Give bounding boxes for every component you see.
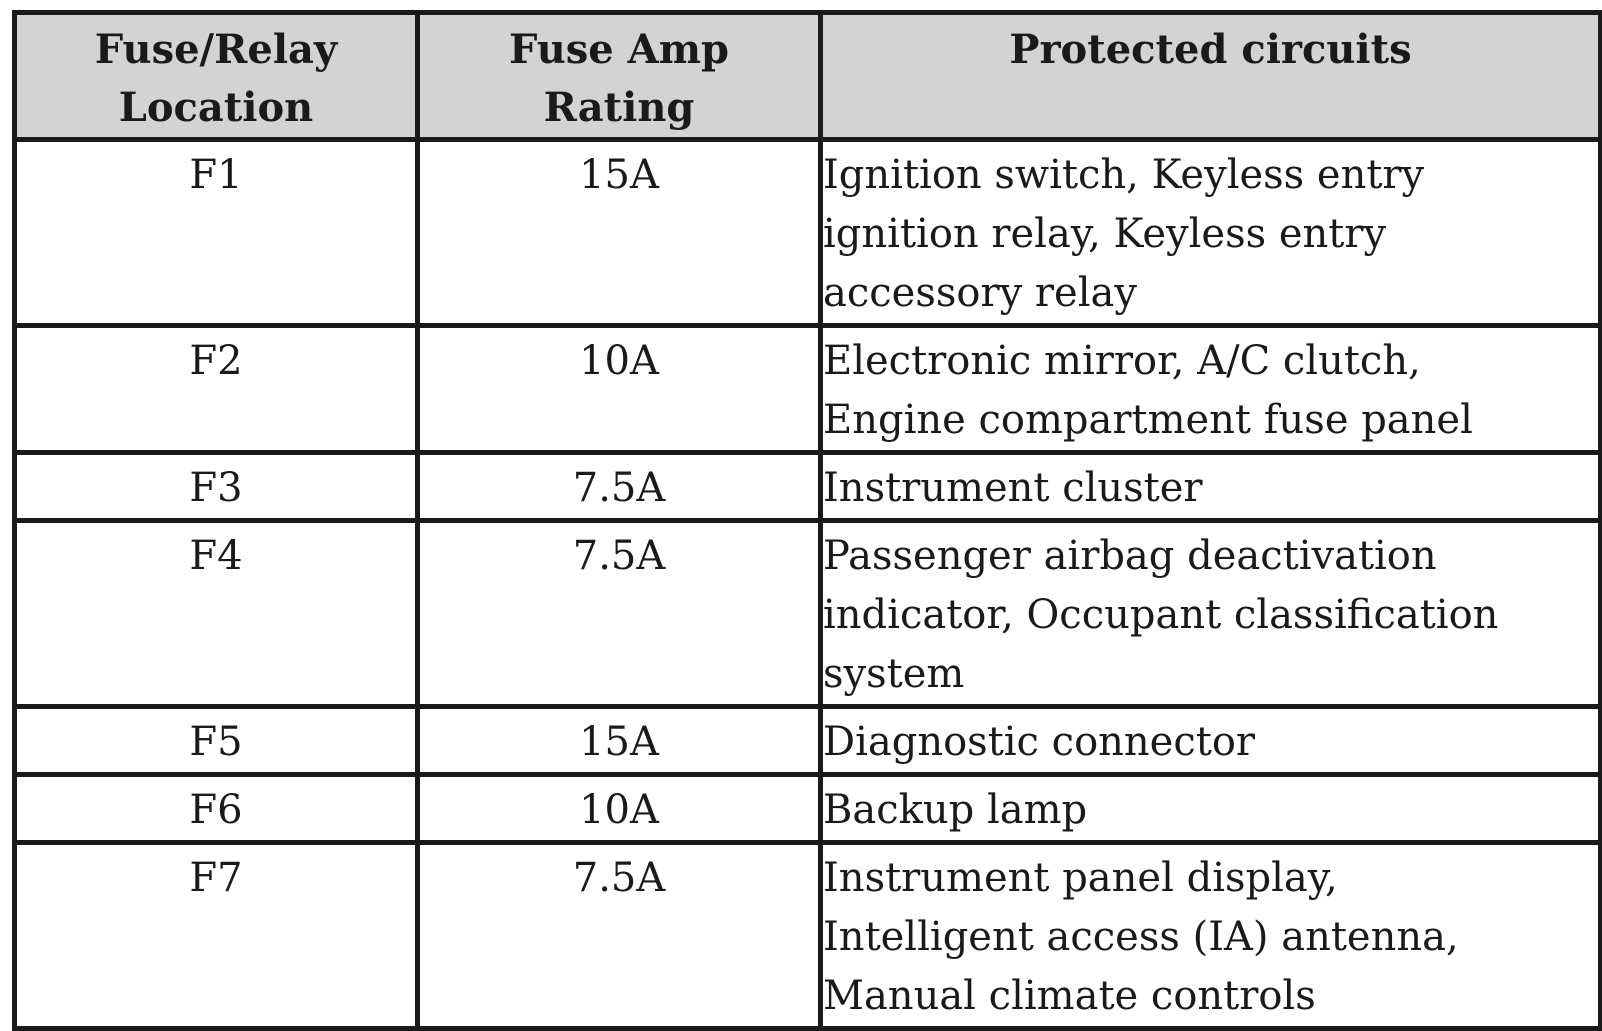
fuse-location-cell: F2 [12, 323, 420, 455]
header-protected-circuits: Protected circuits [818, 10, 1602, 142]
circuit-text: Instrument panel display, [823, 855, 1338, 901]
circuit-text: Engine compartment fuse panel [823, 397, 1473, 443]
table-row: F6 10A Backup lamp [12, 772, 1602, 845]
header-row: Fuse/Relay Location Fuse Amp Rating Prot… [12, 10, 1602, 142]
circuit-text: Ignition switch, Keyless entry [823, 152, 1425, 198]
header-text: Protected circuits [1009, 26, 1412, 73]
header-text: Location [118, 84, 314, 131]
header-fuse-relay-location: Fuse/Relay Location [12, 10, 420, 142]
table-row: F7 7.5A Instrument panel display, Intell… [12, 840, 1602, 1031]
circuit-text: Instrument cluster [823, 465, 1203, 511]
circuit-text: Electronic mirror, A/C clutch, [823, 338, 1421, 384]
circuit-text: ignition relay, Keyless entry [823, 211, 1387, 257]
fuse-location-cell: F6 [12, 772, 420, 845]
fuse-rating-cell: 10A [415, 323, 823, 455]
header-fuse-amp-rating: Fuse Amp Rating [415, 10, 823, 142]
circuit-text: indicator, Occupant classification [823, 592, 1499, 638]
circuit-text: Intelligent access (IA) antenna, [823, 914, 1459, 960]
circuit-text: accessory relay [823, 270, 1137, 316]
circuit-text: Diagnostic connector [823, 719, 1256, 765]
table-row: F5 15A Diagnostic connector [12, 704, 1602, 777]
circuit-text: Passenger airbag deactivation [823, 533, 1437, 579]
table-row: F1 15A Ignition switch, Keyless entry ig… [12, 137, 1602, 328]
fuse-rating-cell: 15A [415, 704, 823, 777]
circuit-text: system [823, 651, 965, 697]
fuse-table: Fuse/Relay Location Fuse Amp Rating Prot… [12, 10, 1602, 1031]
protected-circuits-cell: Instrument cluster [818, 450, 1602, 523]
protected-circuits-cell: Passenger airbag deactivation indicator,… [818, 518, 1602, 709]
protected-circuits-cell: Instrument panel display, Intelligent ac… [818, 840, 1602, 1031]
table-row: F4 7.5A Passenger airbag deactivation in… [12, 518, 1602, 709]
circuit-text: Manual climate controls [823, 973, 1316, 1019]
fuse-location-cell: F5 [12, 704, 420, 777]
protected-circuits-cell: Electronic mirror, A/C clutch, Engine co… [818, 323, 1602, 455]
table-row: F2 10A Electronic mirror, A/C clutch, En… [12, 323, 1602, 455]
fuse-location-cell: F4 [12, 518, 420, 709]
protected-circuits-cell: Ignition switch, Keyless entry ignition … [818, 137, 1602, 328]
fuse-rating-cell: 7.5A [415, 840, 823, 1031]
fuse-location-cell: F1 [12, 137, 420, 328]
header-text: Rating [543, 84, 695, 131]
fuse-rating-cell: 7.5A [415, 450, 823, 523]
fuse-table-container: Fuse/Relay Location Fuse Amp Rating Prot… [12, 10, 1602, 1031]
circuit-text: Backup lamp [823, 787, 1088, 833]
fuse-rating-cell: 15A [415, 137, 823, 328]
fuse-rating-cell: 10A [415, 772, 823, 845]
protected-circuits-cell: Diagnostic connector [818, 704, 1602, 777]
fuse-location-cell: F7 [12, 840, 420, 1031]
fuse-rating-cell: 7.5A [415, 518, 823, 709]
fuse-location-cell: F3 [12, 450, 420, 523]
header-text: Fuse/Relay [94, 26, 338, 73]
protected-circuits-cell: Backup lamp [818, 772, 1602, 845]
table-row: F3 7.5A Instrument cluster [12, 450, 1602, 523]
header-text: Fuse Amp [509, 26, 729, 73]
